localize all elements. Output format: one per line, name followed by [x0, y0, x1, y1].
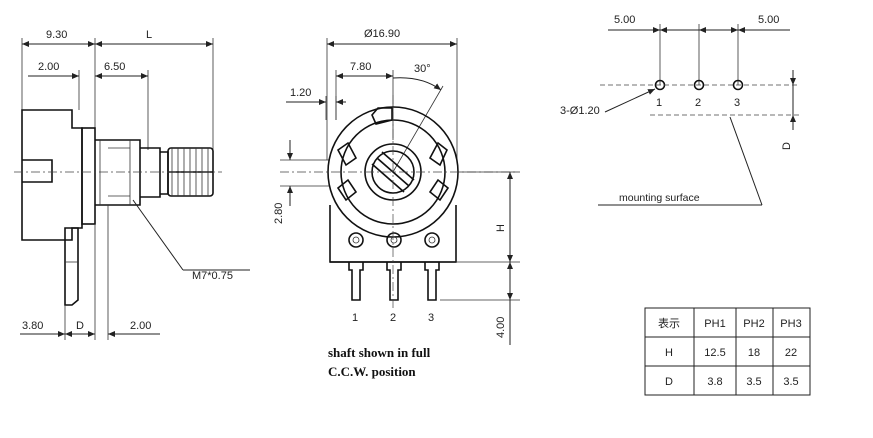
- table-header-label: 表示: [658, 316, 680, 330]
- dim-angle: 30°: [414, 63, 431, 75]
- dim-9-30: 9.30: [46, 29, 67, 41]
- dim-2-80: 2.80: [273, 203, 285, 224]
- table-cell: D: [665, 376, 673, 388]
- dim-D-side: D: [76, 320, 84, 332]
- pcb-layout: 5.00 5.00 1 2 3 3-Ø1.20 D mounting surfa…: [560, 14, 800, 206]
- table-header-ph2: PH2: [743, 318, 764, 330]
- caption-line-2: C.C.W. position: [328, 364, 416, 379]
- table-cell: H: [665, 347, 673, 359]
- table-cell: 3.5: [783, 376, 798, 388]
- pcb-pin-1-label: 1: [656, 97, 662, 109]
- dim-D-pcb: D: [781, 142, 793, 150]
- table-header-ph1: PH1: [704, 318, 725, 330]
- dim-L: L: [146, 29, 152, 41]
- pcb-pin-3-label: 3: [734, 97, 740, 109]
- front-pin-2-label: 2: [390, 312, 396, 324]
- dim-5-00-right: 5.00: [758, 14, 779, 26]
- dim-thread: M7*0.75: [192, 270, 233, 282]
- table-cell: 22: [785, 347, 797, 359]
- dimension-table: 表示 PH1 PH2 PH3 H 12.5 18 22 D 3.8 3.5 3.…: [644, 307, 811, 396]
- dim-holes: 3-Ø1.20: [560, 105, 600, 117]
- dim-2-00-top: 2.00: [38, 61, 59, 73]
- dim-7-80: 7.80: [350, 61, 371, 73]
- dim-1-20: 1.20: [290, 87, 311, 99]
- dim-H-front: H: [495, 224, 507, 232]
- pcb-pin-2-label: 2: [695, 97, 701, 109]
- table-cell: 3.8: [707, 376, 722, 388]
- dim-4-00: 4.00: [495, 317, 507, 338]
- dim-6-50: 6.50: [104, 61, 125, 73]
- table-cell: 18: [748, 347, 760, 359]
- front-pin-1-label: 1: [352, 312, 358, 324]
- front-view: Ø16.90 7.80 30° 1.20 2.80: [273, 28, 520, 379]
- dim-diameter: Ø16.90: [364, 28, 400, 40]
- front-pin-3-label: 3: [428, 312, 434, 324]
- mounting-surface-label: mounting surface: [619, 192, 700, 204]
- caption-line-1: shaft shown in full: [328, 345, 431, 360]
- dim-5-00-left: 5.00: [614, 14, 635, 26]
- table-cell: 3.5: [746, 376, 761, 388]
- table-cell: 12.5: [704, 347, 725, 359]
- dim-2-00-bottom: 2.00: [130, 320, 151, 332]
- dim-3-80: 3.80: [22, 320, 43, 332]
- table-header-ph3: PH3: [780, 318, 801, 330]
- side-view: 9.30 L 2.00 6.50: [14, 29, 250, 340]
